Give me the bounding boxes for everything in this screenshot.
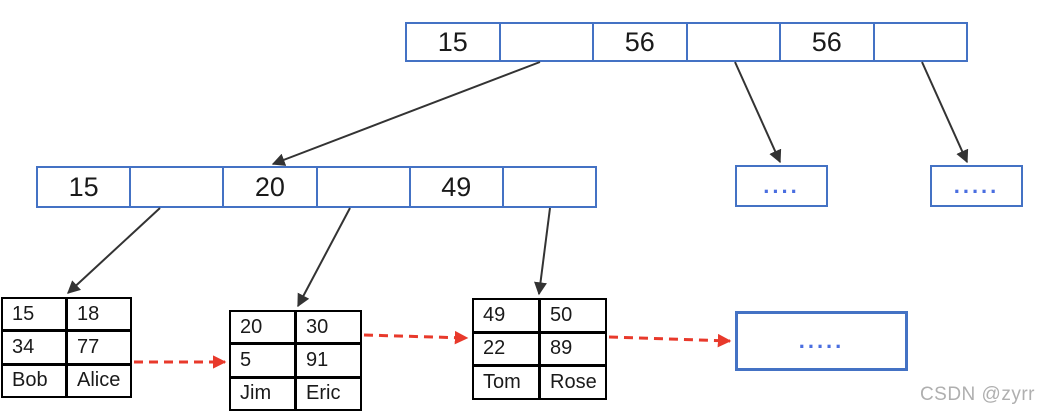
leaf-cell: Bob xyxy=(3,365,65,396)
leaf-cell: 5 xyxy=(231,345,294,376)
leaf-cell: 30 xyxy=(297,312,360,343)
internal-key-cell: 49 xyxy=(408,168,502,206)
leaf-link-3-to-ellipsis xyxy=(608,333,732,348)
root-key-cell: 15 xyxy=(437,26,468,57)
leaf-table-1: 15 18 34 77 Bob Alice xyxy=(1,297,132,398)
internal-pointer-cell xyxy=(501,168,595,206)
leaf-table-2: 20 30 5 91 Jim Eric xyxy=(229,310,362,411)
leaf-cell: 50 xyxy=(541,300,605,331)
leaf-cell: 22 xyxy=(474,333,538,365)
leaf-cell: Rose xyxy=(541,367,605,398)
watermark: CSDN @zyrr xyxy=(919,384,1035,405)
leaf-cell: 20 xyxy=(231,312,294,343)
leaf-table-3: 49 50 22 89 Tom Rose xyxy=(472,298,607,400)
leaf-cell: Tom xyxy=(474,367,538,398)
leaf-cell: 89 xyxy=(541,333,605,365)
arrow-root-to-ellipsis-right xyxy=(921,61,969,164)
arrow-internal-to-leaf3 xyxy=(534,207,551,296)
leaf-cell: Alice xyxy=(68,365,130,396)
leaf-cell: 15 xyxy=(3,299,65,330)
ellipsis-node-right: ..... xyxy=(930,165,1023,207)
arrow-root-to-ellipsis-left xyxy=(734,61,782,164)
internal-key-cell: 15 xyxy=(68,171,99,202)
leaf-cell: 18 xyxy=(68,299,130,330)
internal-node: 15 20 49 xyxy=(36,166,597,208)
root-key-cell: 56 xyxy=(592,24,686,60)
leaf-cell: 77 xyxy=(68,332,130,363)
internal-key-cell: 20 xyxy=(222,168,315,206)
root-node: 15 56 56 xyxy=(405,22,968,62)
leaf-cell: 34 xyxy=(3,332,65,363)
root-pointer-cell xyxy=(872,24,967,60)
leaf-cell: 91 xyxy=(297,345,360,376)
leaf-link-2-to-3 xyxy=(363,330,469,345)
arrow-internal-to-leaf2 xyxy=(297,207,351,308)
arrow-root-to-internal xyxy=(271,61,541,166)
ellipsis-leaf-node: ..... xyxy=(735,311,908,371)
root-key-cell: 56 xyxy=(779,24,873,60)
root-pointer-cell xyxy=(685,24,780,60)
internal-pointer-cell xyxy=(315,168,409,206)
root-pointer-cell xyxy=(498,24,593,60)
ellipsis-node-left: .... xyxy=(735,165,828,207)
arrow-internal-to-leaf1 xyxy=(67,207,161,294)
leaf-cell: Jim xyxy=(231,378,294,409)
internal-pointer-cell xyxy=(129,168,222,206)
leaf-cell: Eric xyxy=(297,378,360,409)
leaf-cell: 49 xyxy=(474,300,538,331)
